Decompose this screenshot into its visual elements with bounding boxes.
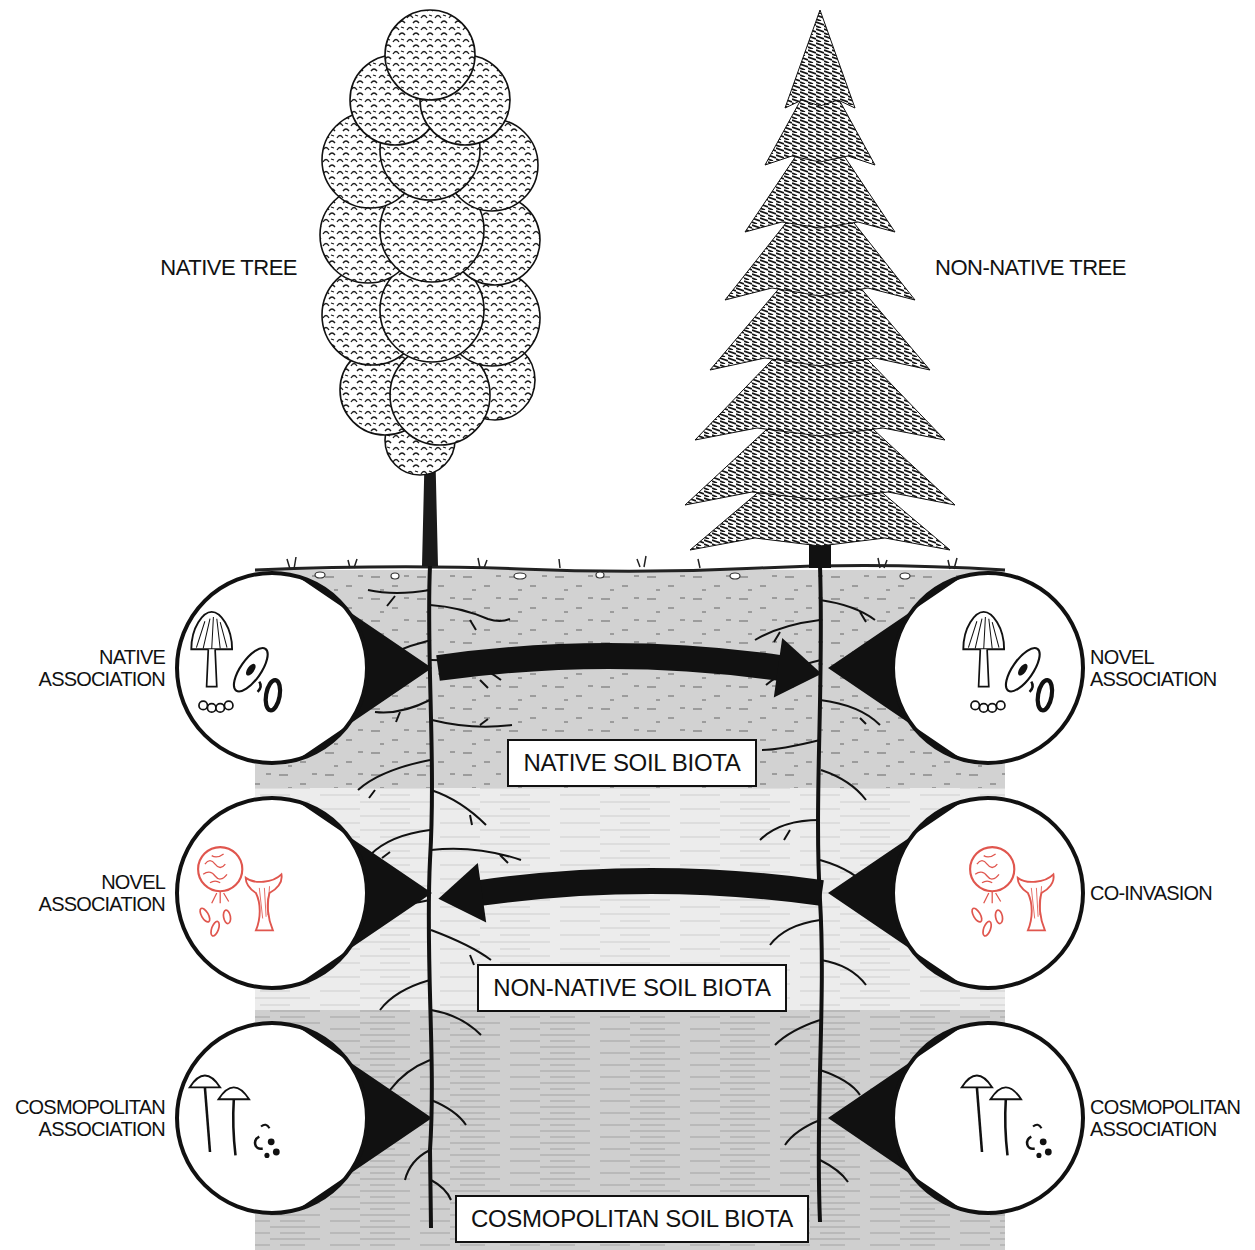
pebble xyxy=(514,573,526,579)
biota-icon xyxy=(191,612,282,712)
tree-label: NATIVE TREE xyxy=(97,255,297,280)
biota-icon xyxy=(963,612,1054,712)
biota-icon xyxy=(190,1076,280,1158)
callout-pointer xyxy=(297,801,432,984)
callout-disk xyxy=(177,573,367,763)
callout-node: CO-INVASION xyxy=(828,795,1250,991)
arrow-shaft xyxy=(438,656,780,668)
box-label: COSMOPOLITAN SOIL BIOTA xyxy=(471,1205,793,1233)
biota-icon xyxy=(198,847,282,937)
callout-circle xyxy=(177,573,367,763)
callout-circle xyxy=(893,798,1083,988)
tree-label: NON-NATIVE TREE xyxy=(935,255,1235,280)
ground-surface xyxy=(255,556,1005,579)
biota-icon xyxy=(962,1076,1052,1158)
pebble xyxy=(596,572,604,578)
callout-node: COSMOPOLITAN ASSOCIATION xyxy=(828,1020,1250,1216)
callout-disks xyxy=(177,573,1083,1213)
association-label: NATIVE ASSOCIATION xyxy=(5,646,165,691)
thick-arrow xyxy=(438,863,822,922)
association-label: COSMOPOLITAN ASSOCIATION xyxy=(5,1096,165,1141)
box-label: NON-NATIVE SOIL BIOTA xyxy=(493,974,770,1002)
foliage xyxy=(385,10,475,100)
biota-icon xyxy=(970,847,1054,937)
association-label: CO-INVASION xyxy=(1090,882,1250,904)
callout-disk xyxy=(177,798,367,988)
pebble xyxy=(900,573,910,579)
callout-disk xyxy=(893,573,1083,763)
pebble xyxy=(315,572,325,578)
callout-disk xyxy=(177,1023,367,1213)
native-tree xyxy=(320,10,540,566)
callout-pointer xyxy=(828,801,963,984)
grass xyxy=(287,556,957,569)
label-box: NATIVE TREE xyxy=(97,255,297,280)
arrow-shaft xyxy=(480,881,822,893)
callout-node: NOVEL ASSOCIATION xyxy=(828,570,1250,766)
thick-arrow xyxy=(438,638,822,697)
pebble xyxy=(391,573,399,579)
tree-crown xyxy=(320,10,540,475)
callout-node: NOVEL ASSOCIATION xyxy=(5,795,432,991)
soil-biota-box: NON-NATIVE SOIL BIOTA xyxy=(477,964,786,1012)
callout-pointer xyxy=(297,576,432,759)
callout-disk xyxy=(893,798,1083,988)
callout-node: NATIVE ASSOCIATION xyxy=(5,570,432,766)
association-label: NOVEL ASSOCIATION xyxy=(5,871,165,916)
callout-disk xyxy=(893,1023,1083,1213)
arrow-head xyxy=(774,638,822,697)
label-box: NON-NATIVE TREE xyxy=(935,255,1235,280)
callout-circle xyxy=(177,1023,367,1213)
association-label: COSMOPOLITAN ASSOCIATION xyxy=(1090,1096,1250,1141)
callout-pointer xyxy=(828,1026,963,1209)
soil-biota-box: NATIVE SOIL BIOTA xyxy=(507,739,756,787)
association-label: NOVEL ASSOCIATION xyxy=(1090,646,1250,691)
callout-pointer xyxy=(297,1026,432,1209)
box-label: NATIVE SOIL BIOTA xyxy=(523,749,740,777)
soil-biota-box: COSMOPOLITAN SOIL BIOTA xyxy=(455,1195,809,1243)
tap-root xyxy=(429,566,432,1228)
callout-circle xyxy=(177,798,367,988)
branch-tier xyxy=(785,10,855,108)
ground-line xyxy=(255,565,1005,571)
callout-circle xyxy=(893,1023,1083,1213)
non-native-tree xyxy=(685,10,955,568)
callout-node: COSMOPOLITAN ASSOCIATION xyxy=(5,1020,432,1216)
arrow-head xyxy=(438,863,486,922)
callout-pointer xyxy=(828,576,963,759)
pebble xyxy=(730,573,740,579)
conifer-crown xyxy=(685,10,955,550)
callout-circle xyxy=(893,573,1083,763)
